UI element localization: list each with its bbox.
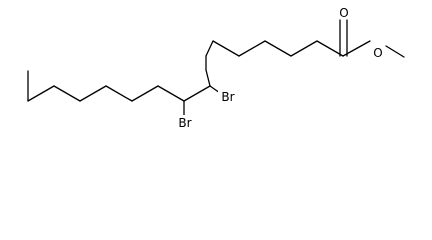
bond-c1-ester-oxygen — [342, 40, 371, 57]
bond-c12-c13 — [105, 85, 133, 102]
bond-c1-c2 — [316, 40, 344, 57]
bond-ester-oxygen-methyl — [385, 45, 405, 58]
bromine-9-bg — [218, 90, 236, 104]
bromine-10-bg — [175, 115, 193, 129]
bond-c10-c11 — [157, 85, 185, 102]
ester-group — [339, 19, 405, 58]
bond-c9-c10 — [183, 85, 211, 102]
bromine-10-label: Br — [178, 116, 191, 130]
bond-c6-c7 — [205, 40, 214, 57]
dibromo-core — [183, 85, 221, 117]
carbonyl-oxygen-bg — [337, 5, 351, 19]
bromine-9-label: Br — [221, 90, 234, 104]
ester-oxygen-bg — [371, 45, 385, 59]
carbonyl-oxygen-label: O — [339, 6, 348, 20]
bond-c4-c5 — [238, 40, 266, 57]
bond-c11-c12 — [131, 85, 159, 102]
bond-c15-c16 — [27, 85, 55, 102]
bond-c2-c3 — [290, 40, 318, 57]
bond-c3-c4 — [264, 40, 292, 57]
bond-c13-c14 — [79, 85, 107, 102]
bond-c8-c9 — [205, 69, 211, 87]
bond-c5-c6 — [212, 40, 240, 57]
bond-c14-c15 — [53, 85, 81, 102]
atom-labels: O O Br Br — [175, 5, 385, 130]
ester-oxygen-label: O — [373, 46, 382, 60]
chain-upper — [205, 40, 344, 87]
chain-lower — [27, 70, 185, 102]
structure-diagram: O O Br Br — [27, 5, 405, 130]
